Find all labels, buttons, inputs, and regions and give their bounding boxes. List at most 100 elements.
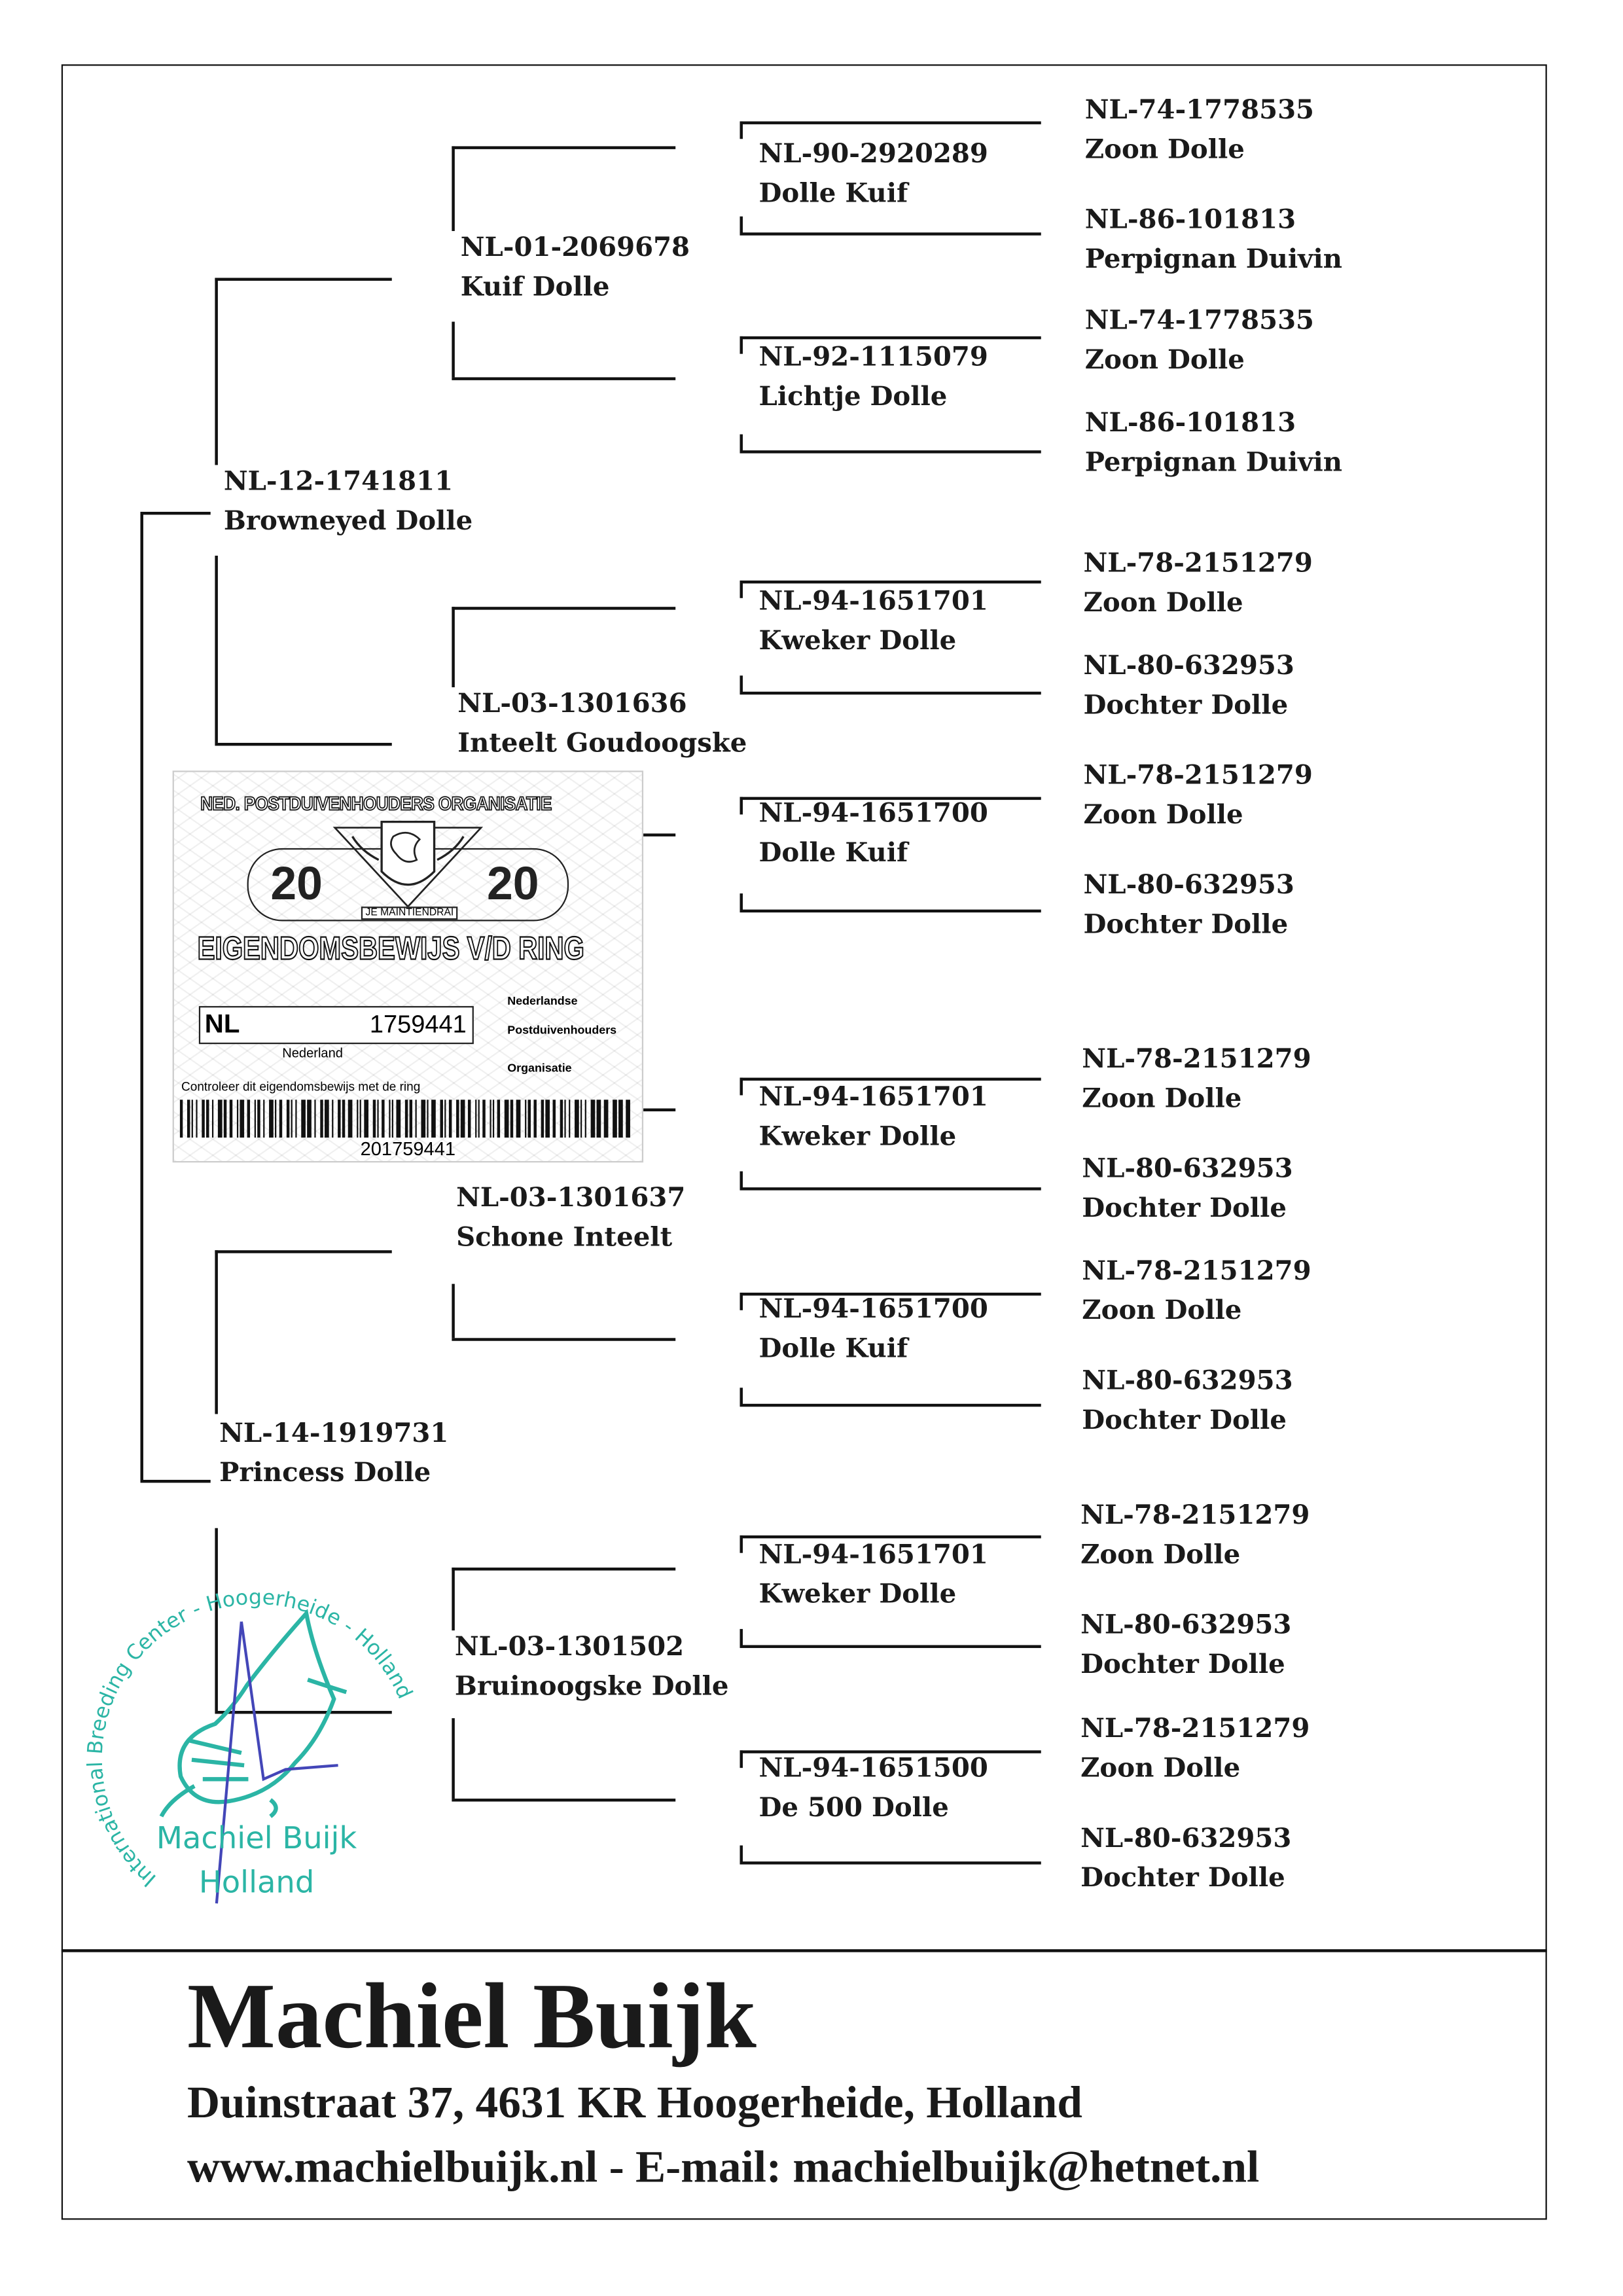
barcode-bar <box>613 1100 617 1138</box>
bracket-line <box>452 377 676 380</box>
barcode-bar <box>560 1100 563 1138</box>
bracket-line <box>740 1187 1041 1190</box>
barcode-bar <box>492 1100 495 1138</box>
barcode-bar <box>525 1100 527 1138</box>
bird-name: Princess Dolle <box>219 1458 431 1489</box>
certificate-motto: JE MAINTIENDRAI <box>361 906 458 920</box>
barcode-bar <box>389 1100 391 1138</box>
ring-number: NL-80-632953 <box>1082 1153 1293 1185</box>
barcode-bar <box>314 1100 316 1138</box>
ring-number: NL-78-2151279 <box>1082 1256 1311 1287</box>
bracket-line <box>740 797 742 815</box>
bracket-line <box>140 511 211 514</box>
ring-number: NL-86-101813 <box>1084 204 1296 236</box>
bird-name: Lichtje Dolle <box>758 382 948 413</box>
barcode-bar <box>254 1100 256 1138</box>
bird-name: Dochter Dolle <box>1082 1193 1287 1225</box>
bracket-line <box>215 742 392 745</box>
ring-number: NL-03-1301636 <box>457 689 687 720</box>
bird-name: Browneyed Dolle <box>223 506 473 537</box>
bracket-line <box>740 1293 1041 1295</box>
ring-number: NL-78-2151279 <box>1080 1500 1310 1532</box>
bracket-line <box>740 1750 742 1768</box>
bracket-line <box>452 1568 676 1570</box>
barcode-bar <box>533 1100 537 1138</box>
breeder-contact[interactable]: www.machielbuijk.nl - E-mail: machielbui… <box>187 2140 1260 2193</box>
signature <box>215 1621 338 1904</box>
barcode-bar <box>269 1100 274 1138</box>
barcode-bar <box>236 1100 239 1138</box>
barcode-bar <box>510 1100 514 1138</box>
barcode-bar <box>263 1100 265 1138</box>
bracket-line <box>215 1711 392 1713</box>
barcode-bar <box>295 1100 297 1138</box>
ring-number: NL-78-2151279 <box>1083 760 1313 791</box>
bracket-line <box>452 607 676 609</box>
bracket-line <box>452 607 454 688</box>
bracket-line <box>740 1077 742 1096</box>
ring-number: NL-86-101813 <box>1084 408 1296 439</box>
barcode-bar <box>247 1100 251 1138</box>
bird-name: Kweker Dolle <box>758 1579 957 1610</box>
ring-number: 1759441 <box>369 1010 467 1039</box>
barcode-bar <box>332 1100 334 1138</box>
npo-line: Nederlandse <box>507 994 578 1008</box>
certificate-instruction: Controleer dit eigendomsbewijs met de ri… <box>181 1079 421 1094</box>
barcode-bar <box>456 1100 459 1138</box>
bracket-line <box>740 580 742 598</box>
barcode-bar <box>448 1100 452 1138</box>
barcode-bar <box>409 1100 413 1138</box>
barcode-bar <box>575 1100 579 1138</box>
bracket-line <box>452 1718 454 1799</box>
bird-name: Dochter Dolle <box>1080 1649 1285 1681</box>
ring-number: NL-03-1301637 <box>456 1183 686 1214</box>
barcode-bar <box>504 1100 509 1138</box>
bracket-line <box>740 434 742 452</box>
barcode-bar <box>291 1100 293 1138</box>
barcode-bar <box>191 1100 193 1138</box>
ring-number: NL-90-2920289 <box>758 139 988 170</box>
barcode-bar <box>377 1100 379 1138</box>
breeder-stamp: International Breeding Center - Hoogerhe… <box>84 1586 417 1904</box>
barcode-bar <box>527 1100 531 1138</box>
barcode-bar <box>359 1100 361 1138</box>
barcode-bar <box>569 1100 571 1138</box>
barcode-bar <box>275 1100 277 1138</box>
barcode-bar <box>580 1100 582 1138</box>
barcode-bar <box>240 1100 245 1138</box>
ring-ownership-certificate: NED. POSTDUIVENHOUDERS ORGANISATIE 20 20… <box>172 770 644 1163</box>
stamp-name: Machiel Buijk <box>156 1820 357 1856</box>
ring-number: NL-94-1651701 <box>758 586 988 617</box>
barcode-bar <box>301 1100 306 1138</box>
certificate-title: EIGENDOMSBEWIJS V/D RING <box>197 929 585 967</box>
bird-name: Zoon Dolle <box>1082 1083 1242 1115</box>
barcode-bar <box>391 1100 393 1138</box>
bird-name: Kweker Dolle <box>758 626 957 657</box>
bird-name: Zoon Dolle <box>1083 588 1243 619</box>
barcode-number: 201759441 <box>360 1138 456 1160</box>
bird-name: Zoon Dolle <box>1083 800 1243 831</box>
bird-name: Kweker Dolle <box>758 1121 957 1153</box>
bracket-line <box>740 1845 742 1863</box>
coat-of-arms-icon <box>332 820 484 908</box>
barcode-bar <box>257 1100 260 1138</box>
ring-number: NL-94-1651700 <box>758 798 988 829</box>
bracket-line <box>740 893 742 911</box>
barcode-bar <box>372 1100 376 1138</box>
barcode-bar <box>478 1100 480 1138</box>
barcode-bar <box>202 1100 205 1138</box>
bird-name: Inteelt Goudoogske <box>457 728 747 759</box>
bracket-line <box>215 278 217 465</box>
barcode-bar <box>229 1100 233 1138</box>
bird-name: Zoon Dolle <box>1080 1753 1241 1784</box>
bracket-line <box>452 146 676 149</box>
bird-name: Dochter Dolle <box>1082 1405 1287 1436</box>
